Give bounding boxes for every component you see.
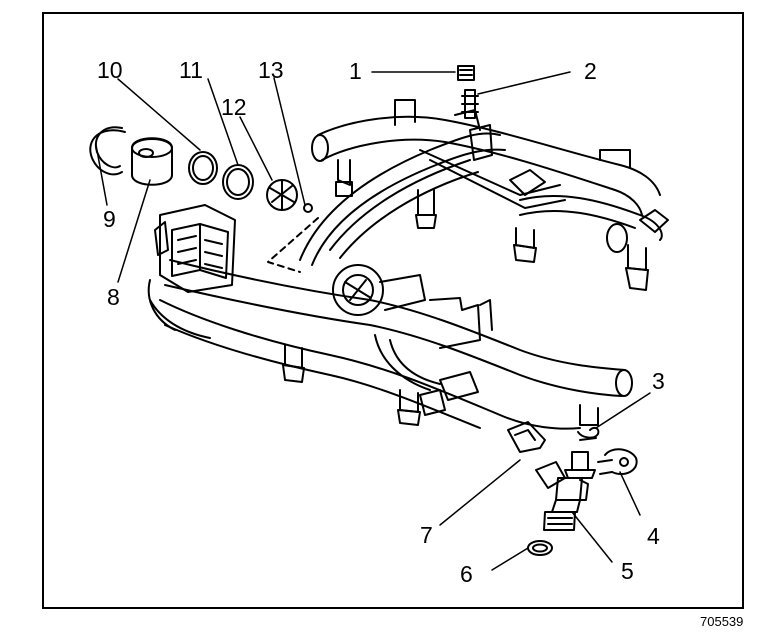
harness-connector	[149, 204, 236, 339]
ball-13	[303, 203, 313, 213]
leader-lines	[95, 71, 651, 571]
filter-12	[266, 179, 298, 211]
callout-5: 5	[621, 558, 634, 584]
front-injectors	[282, 344, 599, 426]
callout-8: 8	[107, 284, 120, 310]
callout-12: 12	[221, 94, 247, 120]
callout-1: 1	[349, 58, 362, 84]
diagram-frame	[42, 12, 744, 609]
injector-5	[543, 451, 596, 531]
callout-13: 13	[258, 57, 284, 83]
callout-4: 4	[647, 523, 660, 549]
clip-3	[577, 426, 600, 441]
callout-7: 7	[420, 522, 433, 548]
regulator-8	[131, 137, 173, 186]
callout-2: 2	[584, 58, 597, 84]
callout-10: 10	[97, 57, 123, 83]
callout-11: 11	[179, 57, 203, 83]
callout-3: 3	[652, 368, 665, 394]
snap-ring-9	[89, 126, 126, 176]
o-ring-10	[188, 151, 218, 185]
injector-top-7	[507, 421, 566, 489]
figure-id: 705539	[700, 614, 744, 629]
o-ring-6	[527, 540, 553, 556]
pressure-regulator	[332, 264, 426, 316]
fitting-1	[457, 65, 475, 81]
rear-injectors	[335, 159, 669, 291]
front-fuel-rail	[147, 259, 633, 430]
schrader-valve-2	[461, 89, 479, 119]
regulator-location-line	[267, 217, 319, 273]
o-ring-11	[222, 164, 254, 200]
crossover-lines	[299, 109, 566, 266]
rear-fuel-rail	[311, 99, 663, 253]
retainer-4	[597, 448, 638, 476]
callout-9: 9	[103, 206, 116, 232]
callout-6: 6	[460, 561, 473, 587]
